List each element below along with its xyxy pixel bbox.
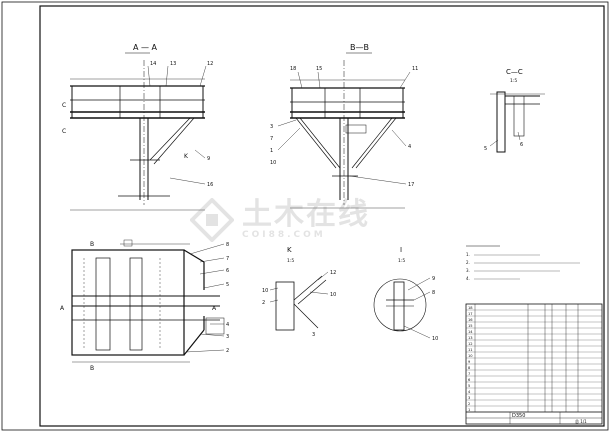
callout-bb-2: 15: [316, 66, 322, 72]
callout-i-1: 9: [432, 276, 435, 282]
callout-cc-2: 6: [520, 142, 523, 148]
bom-sheet-no: 总 1/1: [575, 418, 587, 424]
view-k-title: K: [287, 246, 292, 254]
callout-plan-4: 5: [226, 282, 229, 288]
bom-row-no: 3: [468, 396, 470, 400]
bom-row-no: 12: [468, 342, 473, 346]
callout-k-2: 2: [262, 300, 265, 306]
view-k-scale: 1:5: [287, 258, 294, 264]
bom-row-no: 16: [468, 318, 473, 322]
bom-row-no: 11: [468, 348, 473, 352]
callout-plan-6: 3: [226, 334, 229, 340]
callout-plan-3: 6: [226, 268, 229, 274]
bom-row-no: 2: [468, 402, 470, 406]
view-i: I 1:5 9 8 10: [373, 246, 438, 342]
callout-bb-7: 10: [270, 160, 276, 166]
callout-k-4: 10: [330, 292, 336, 298]
bom-row-no: 1: [468, 408, 470, 412]
callout-bb-9: 17: [408, 182, 414, 188]
bom-row-no: 6: [468, 378, 471, 382]
view-cc-title: C—C: [506, 68, 523, 76]
section-mark-a-left: A: [60, 305, 65, 312]
note-2: 2.: [466, 260, 470, 265]
view-aa: A — A C C K 14 13 12: [62, 43, 213, 211]
bom-row-no: 15: [468, 324, 473, 328]
view-plan: B B A A 8 7 6 5 4 3 2: [60, 239, 229, 372]
view-bb: B—B 18 15 11 3 7 1 10 4 17: [270, 43, 418, 209]
callout-bb-8: 4: [408, 144, 411, 150]
callout-cc-1: 5: [484, 146, 487, 152]
callout-aa-4: 9: [207, 156, 210, 162]
bom-row-no: 17: [468, 312, 473, 316]
callout-k-1: 10: [262, 288, 268, 294]
callout-aa-1: 14: [150, 61, 156, 67]
callout-k-3: 12: [330, 270, 336, 276]
callout-bb-1: 18: [290, 66, 296, 72]
section-mark-a-right: A: [212, 305, 217, 312]
note-4: 4.: [466, 276, 470, 281]
view-cc-scale: 1:5: [510, 78, 517, 84]
callout-bb-5: 7: [270, 136, 273, 142]
callout-k-5: 3: [312, 332, 315, 338]
callout-aa-2: 13: [170, 61, 176, 67]
view-cc: C—C 1:5 5 6: [484, 68, 545, 153]
callout-i-3: 10: [432, 336, 438, 342]
callout-bb-4: 3: [270, 124, 273, 130]
bom-row-no: 14: [468, 330, 473, 334]
callout-bb-3: 11: [412, 66, 418, 72]
bom-row-no: 10: [468, 354, 473, 358]
bom-row-no: 18: [468, 306, 473, 310]
section-mark-c-upper: C: [62, 102, 66, 109]
note-3: 3.: [466, 268, 470, 273]
view-bb-title: B—B: [350, 43, 369, 52]
bom-title: D350: [512, 413, 525, 419]
section-mark-k: K: [184, 153, 189, 160]
notes: 1. 2. 3. 4.: [466, 245, 580, 281]
inner-border: [39, 5, 605, 427]
view-k: K 1:5 10 2 12 10 3: [262, 246, 336, 338]
bom-row-no: 9: [468, 360, 471, 364]
callout-i-2: 8: [432, 290, 435, 296]
view-i-scale: 1:5: [398, 258, 405, 264]
section-mark-b-top: B: [90, 241, 94, 248]
bom-row-no: 7: [468, 372, 470, 376]
note-1: 1.: [466, 252, 470, 257]
section-mark-b-bottom: B: [90, 365, 94, 372]
bom-table: D350 总 1/1 18 17 16 15 14 13 12 11 10 9 8 7 6 5 4 3 2 1: [465, 303, 603, 425]
callout-bb-6: 1: [270, 148, 273, 154]
bom-row-no: 5: [468, 384, 470, 388]
callout-aa-5: 16: [207, 182, 213, 188]
callout-plan-1: 8: [226, 242, 229, 248]
bom-row-no: 8: [468, 366, 471, 370]
bom-row-no: 13: [468, 336, 473, 340]
bom-row-no: 4: [468, 390, 471, 394]
callout-plan-7: 2: [226, 348, 229, 354]
view-i-title: I: [400, 246, 402, 254]
callout-plan-5: 4: [226, 322, 229, 328]
view-aa-title: A — A: [133, 43, 158, 52]
section-mark-c-lower: C: [62, 128, 66, 135]
callout-aa-3: 12: [207, 61, 213, 67]
callout-plan-2: 7: [226, 256, 229, 262]
